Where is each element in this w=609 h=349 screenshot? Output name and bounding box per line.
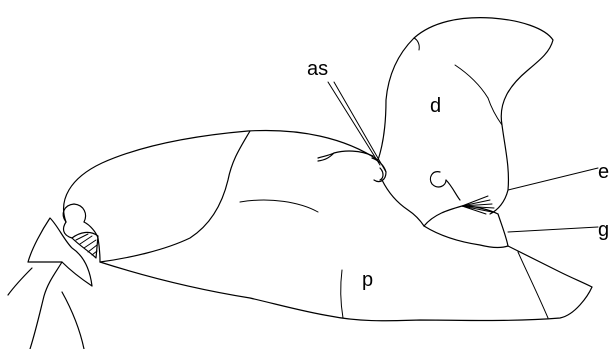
main-body-outline: [64, 130, 592, 320]
label-g: g: [598, 219, 609, 241]
head-capsule-d: [378, 18, 553, 226]
label-as: as: [307, 58, 328, 80]
e-leader: [508, 168, 598, 190]
g-leader: [508, 227, 598, 232]
label-d: d: [430, 95, 441, 117]
as-leader-2: [334, 82, 386, 172]
mandible-segment: [424, 196, 592, 318]
label-e: e: [598, 161, 609, 183]
left-end-piece: [8, 204, 100, 349]
as-structure: [372, 158, 386, 182]
bristle-tuft: [462, 196, 494, 214]
label-p: p: [362, 269, 373, 291]
leader-lines: [328, 82, 598, 232]
